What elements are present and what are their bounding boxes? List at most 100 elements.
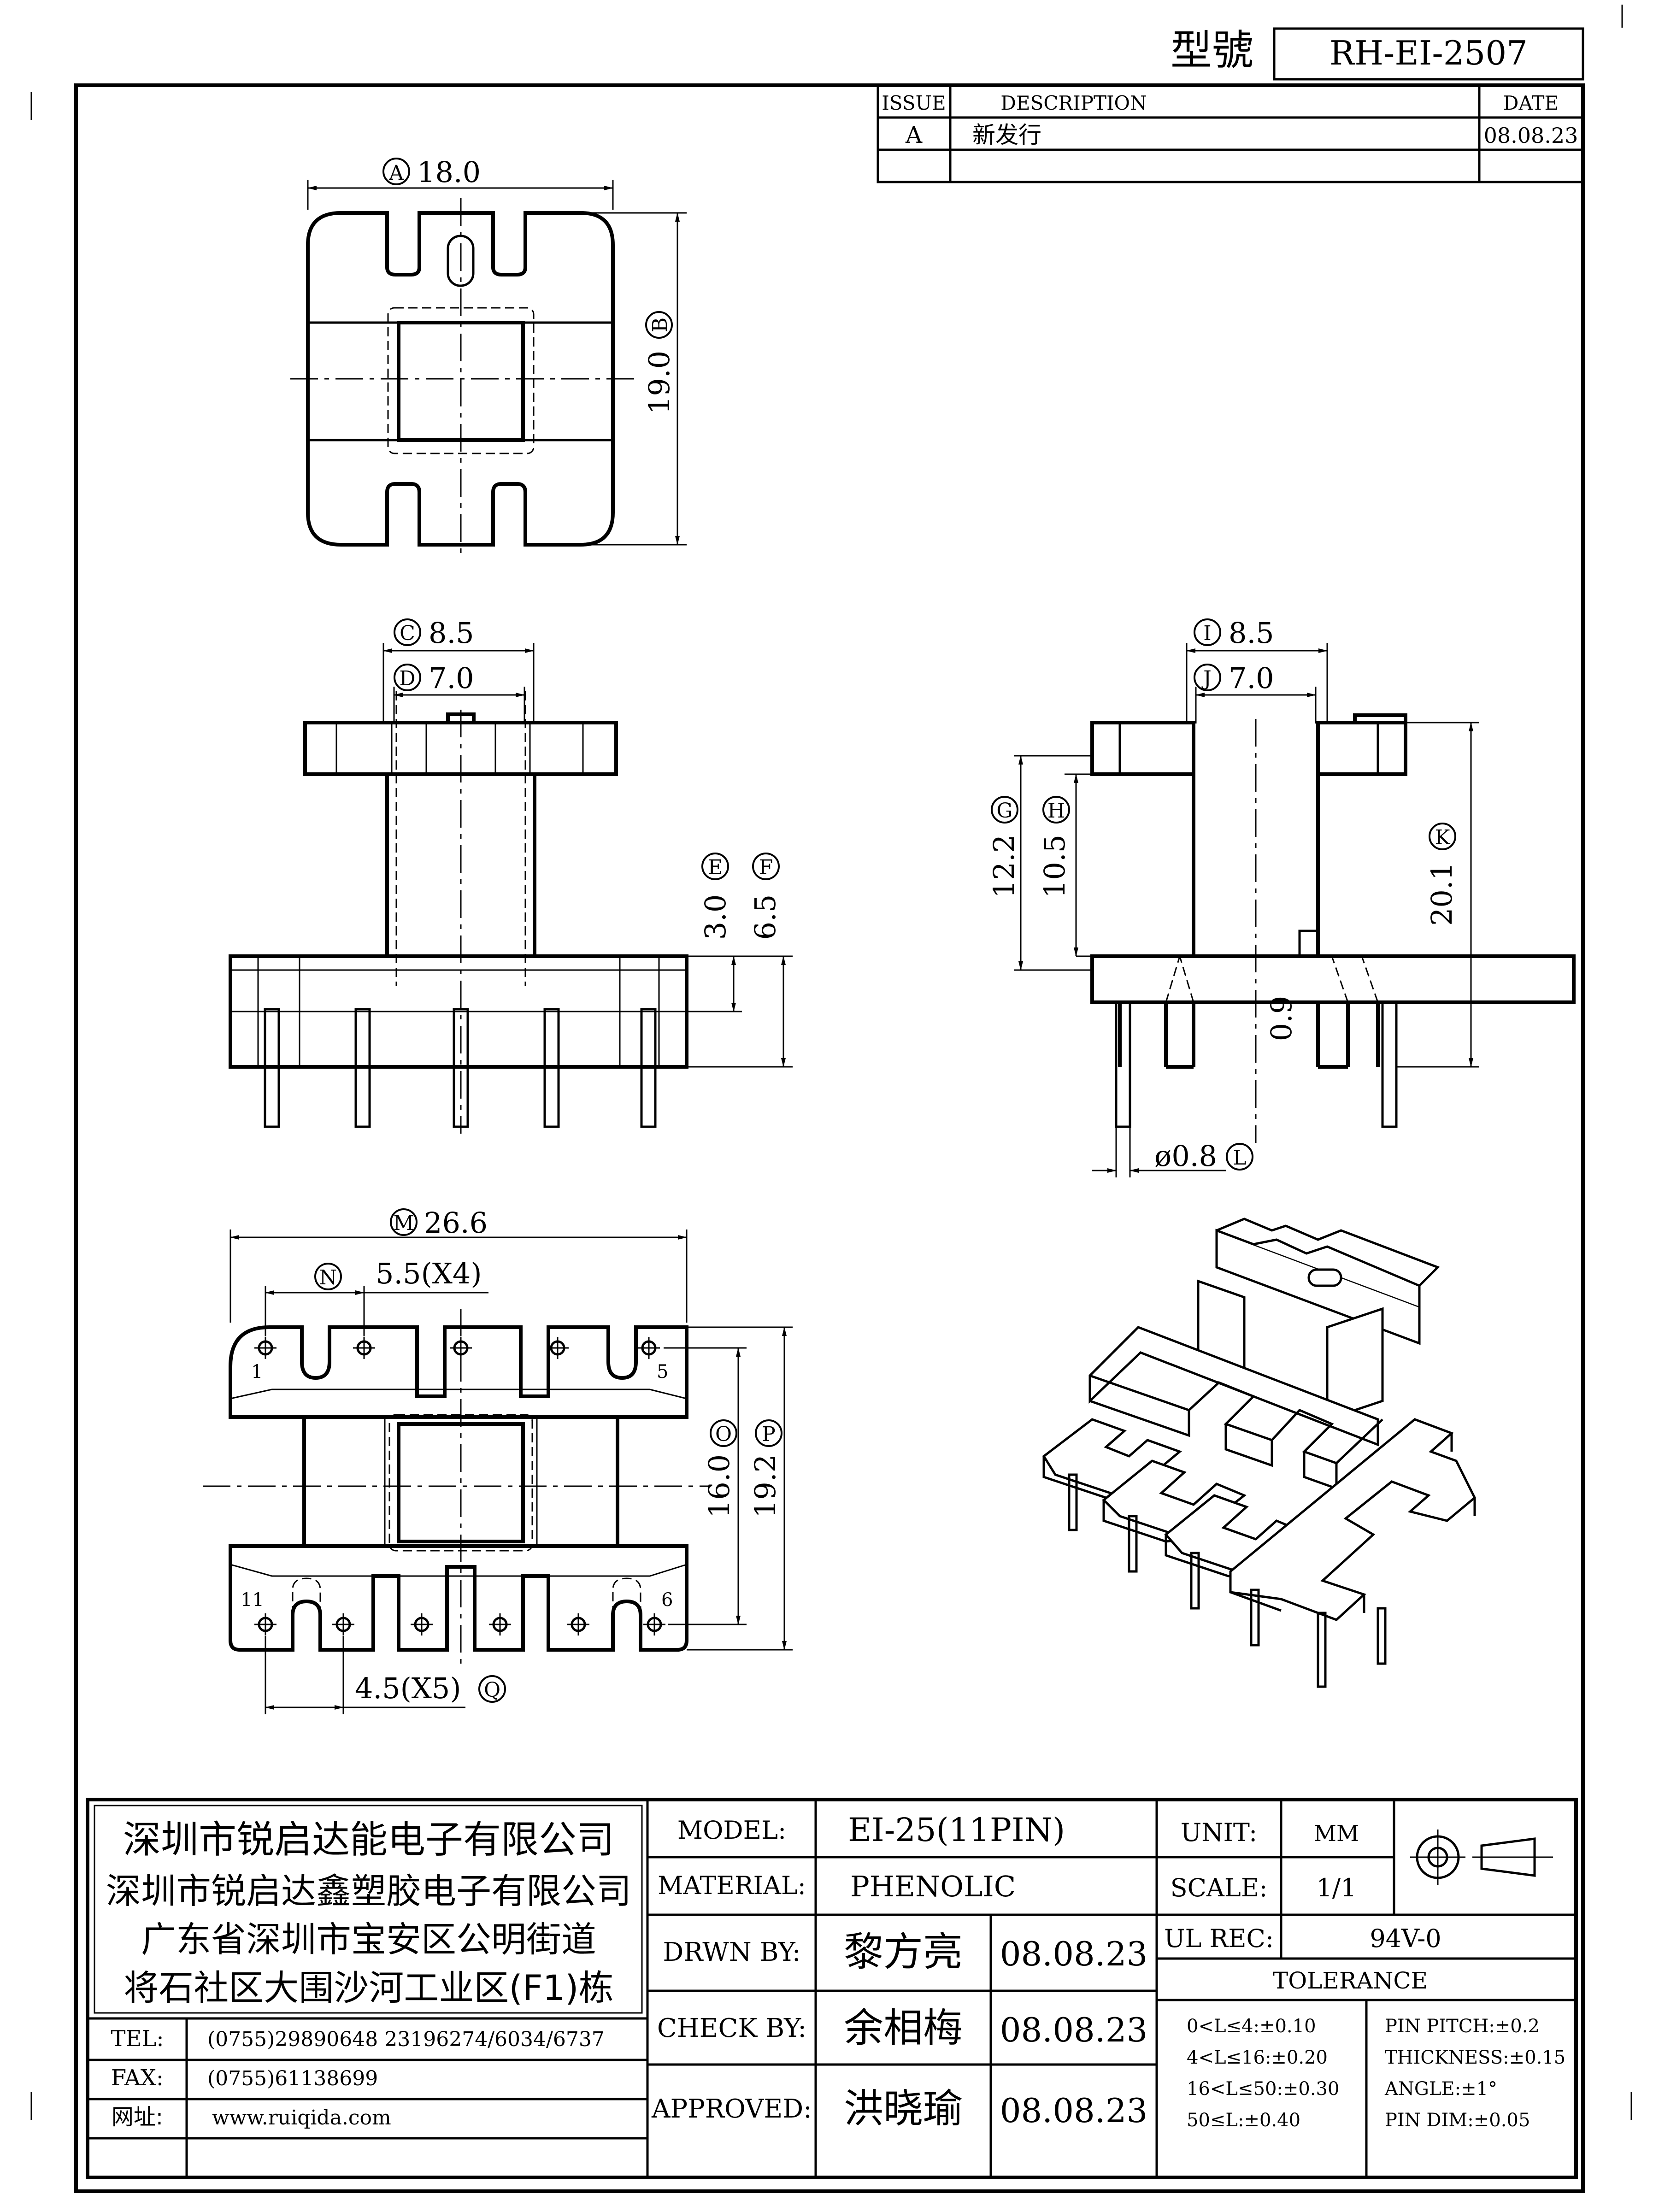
check-date: 08.08.23 (1000, 2011, 1148, 2049)
dim-c-tag: C (400, 622, 415, 645)
dim-h-tag: H (1047, 799, 1065, 823)
dim-m-marker (390, 1208, 418, 1236)
tolerance-right-1: PIN PITCH:±0.2 (1385, 2016, 1540, 2037)
company-line-3: 广东省深圳市宝安区公明街道 (141, 1919, 596, 1960)
dim-o-tag: O (715, 1423, 732, 1446)
company-line-1: 深圳市锐启达能电子有限公司 (123, 1818, 614, 1862)
tolerance-right-3: ANGLE:±1° (1384, 2078, 1497, 2100)
pin-number-11: 11 (241, 1589, 264, 1611)
dim-i-marker (1194, 618, 1221, 646)
bottom-view (203, 1230, 793, 1714)
tolerance-label: TOLERANCE (1273, 1967, 1428, 1994)
dim-n-marker (314, 1263, 342, 1290)
revision-col-issue: ISSUE (882, 92, 946, 114)
dim-f-marker (752, 853, 780, 880)
revision-table: ISSUE DESCRIPTION DATE A 新发行 08.08.23 (877, 84, 1584, 183)
check-by-label: CHECK BY: (657, 2013, 806, 2043)
revision-col-date: DATE (1503, 92, 1559, 114)
dim-p-value: 19.2 (748, 1454, 782, 1518)
approved-value: 洪晓瑜 (844, 2086, 963, 2132)
dim-j-tag: J (1201, 667, 1212, 690)
material-field-label: MATERIAL: (658, 1871, 806, 1900)
dim-e-marker (701, 853, 729, 880)
dim-d-value: 7.0 (429, 661, 474, 695)
tolerance-left-2: 4<L≤16:±0.20 (1187, 2047, 1328, 2068)
tel-label: TEL: (111, 2026, 164, 2052)
dim-i-tag: I (1203, 622, 1211, 645)
dim-f-tag: F (759, 856, 773, 879)
dim-g-tag: G (996, 799, 1012, 823)
dim-e-value: 3.0 (699, 894, 732, 940)
dim-d-tag: D (399, 667, 415, 690)
approved-date: 08.08.23 (1000, 2091, 1148, 2130)
dim-f-value: 6.5 (748, 894, 782, 940)
top-view (290, 180, 687, 558)
dim-p-tag: P (762, 1423, 776, 1446)
company-line-2: 深圳市锐启达鑫塑胶电子有限公司 (106, 1871, 631, 1912)
fax-value: (0755)61138699 (207, 2067, 378, 2090)
material-field-value: PHENOLIC (850, 1870, 1016, 1903)
front-view (229, 643, 793, 1134)
side-view (1014, 643, 1576, 1177)
dim-p-marker (755, 1419, 782, 1447)
dim-h-value: 10.5 (1038, 835, 1071, 898)
revision-row-description: 新发行 (972, 122, 1041, 148)
scale-value: 1/1 (1317, 1873, 1357, 1902)
approved-label: APPROVED: (651, 2094, 812, 2124)
dim-q-marker (478, 1675, 506, 1703)
tel-value: (0755)29890648 23196274/6034/6737 (207, 2028, 605, 2051)
model-field-value: EI-25(11PIN) (848, 1811, 1065, 1849)
dim-l-marker (1226, 1143, 1253, 1171)
dim-untagged-value: 0.9 (1265, 996, 1298, 1041)
dim-b-value: 19.0 (642, 351, 676, 414)
dim-m-tag: M (393, 1212, 414, 1235)
dim-q-tag: Q (484, 1678, 500, 1702)
tolerance-left-3: 16<L≤50:±0.30 (1187, 2078, 1339, 2100)
dim-g-marker (991, 796, 1018, 824)
tolerance-left-1: 0<L≤4:±0.10 (1187, 2016, 1316, 2037)
drawn-by-label: DRWN BY: (663, 1937, 800, 1967)
scale-label: SCALE: (1171, 1873, 1268, 1902)
dim-a-marker (382, 158, 410, 185)
unit-label: UNIT: (1181, 1818, 1257, 1847)
pin-number-1: 1 (251, 1361, 263, 1382)
drawn-date: 08.08.23 (1000, 1935, 1148, 1973)
dim-k-value: 20.1 (1425, 862, 1459, 926)
tolerance-left-4: 50≤L:±0.40 (1187, 2110, 1300, 2131)
company-line-4: 将石社区大围沙河工业区(F1)栋 (124, 1967, 613, 2008)
dim-n-tag: N (319, 1266, 337, 1289)
projection-symbol-icon (1410, 1830, 1553, 1885)
pin-number-5: 5 (657, 1361, 668, 1382)
dim-k-marker (1429, 823, 1456, 850)
dim-l-tag: L (1233, 1146, 1246, 1170)
isometric-pins (1068, 1473, 1387, 1688)
revision-col-description: DESCRIPTION (1000, 92, 1147, 114)
web-label: 网址: (112, 2104, 163, 2130)
dim-c-marker (394, 618, 421, 646)
drawing-frame (74, 83, 1585, 2193)
dim-l-value: ø0.8 (1154, 1139, 1217, 1173)
dim-i-value: 8.5 (1229, 616, 1274, 650)
unit-value: MM (1314, 1821, 1359, 1847)
dim-b-tag: B (648, 318, 672, 332)
tolerance-right-2: THICKNESS:±0.15 (1385, 2047, 1565, 2068)
dim-n-value: 5.5(X4) (376, 1257, 482, 1290)
web-value: www.ruiqida.com (212, 2106, 391, 2130)
dim-h-marker (1042, 796, 1070, 824)
dim-g-value: 12.2 (987, 835, 1021, 898)
model-header-label: 型號 (1171, 26, 1253, 75)
dim-o-value: 16.0 (702, 1454, 736, 1518)
check-by-value: 余相梅 (844, 2005, 963, 2051)
crop-marks (30, 5, 1632, 2120)
dim-j-marker (1194, 664, 1221, 691)
title-block: 深圳市锐启达能电子有限公司 深圳市锐启达鑫塑胶电子有限公司 广东省深圳市宝安区公… (86, 1798, 1578, 2179)
ul-rec-value: 94V-0 (1370, 1924, 1441, 1953)
dim-a-value: 18.0 (417, 155, 481, 189)
dim-q-value: 4.5(X5) (355, 1671, 461, 1705)
dim-b-marker (645, 311, 673, 339)
dim-a-tag: A (388, 161, 404, 185)
model-header-number: RH-EI-2507 (1330, 34, 1528, 72)
drawn-by-value: 黎方亮 (844, 1929, 963, 1975)
dim-k-tag: K (1435, 826, 1451, 849)
